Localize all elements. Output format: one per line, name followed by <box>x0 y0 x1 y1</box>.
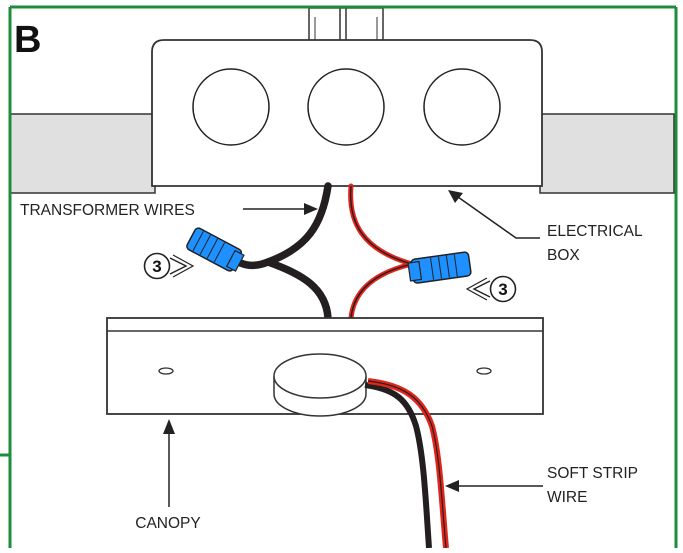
knockout-hole-3 <box>423 68 501 146</box>
soft-strip-label-line2: WIRE <box>547 489 587 506</box>
transformer-wires-label: TRANSFORMER WIRES <box>20 202 195 219</box>
box-knockout <box>308 7 384 43</box>
transformer-wires <box>222 182 415 322</box>
ceiling-right <box>539 113 675 194</box>
ceiling-left <box>9 113 156 194</box>
callout-canopy: CANOPY <box>135 419 201 532</box>
knockout-hole-2 <box>307 68 385 146</box>
electrical-box <box>151 39 543 187</box>
step-number: 3 <box>498 280 507 299</box>
step-marker-right: 3 <box>465 275 517 303</box>
panel-label: B <box>14 19 41 61</box>
wire-connector-left <box>186 227 245 272</box>
callout-soft-strip-wire: SOFT STRIP WIRE <box>445 465 638 506</box>
canopy <box>106 317 544 417</box>
callout-transformer-wires: TRANSFORMER WIRES <box>20 202 318 219</box>
wire-connector-right <box>407 251 472 284</box>
step-number: 3 <box>152 257 161 276</box>
soft-strip-wire <box>364 378 449 549</box>
canopy-label: CANOPY <box>135 515 200 532</box>
panel-frame <box>0 5 678 548</box>
soft-strip-label-line1: SOFT STRIP <box>547 465 638 482</box>
electrical-box-label-line2: BOX <box>547 247 580 264</box>
callout-electrical-box: ELECTRICAL BOX <box>448 190 643 264</box>
knockout-hole-1 <box>192 68 270 146</box>
step-marker-left: 3 <box>143 252 195 280</box>
electrical-box-label-line1: ELECTRICAL <box>547 223 643 240</box>
